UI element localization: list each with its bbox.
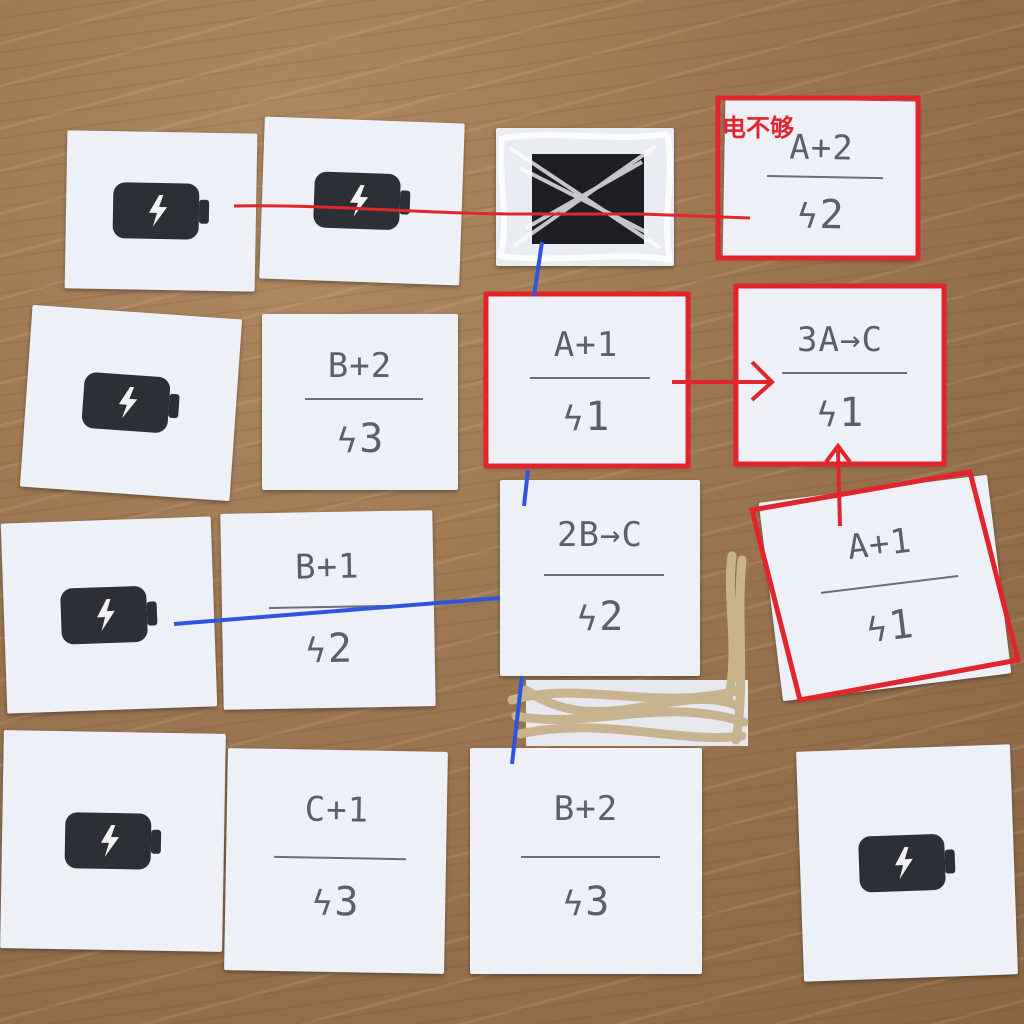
fraction-line [781,372,907,375]
card-battery[interactable] [259,116,465,286]
fraction-line [274,855,407,860]
formula-bottom: 3 [359,416,384,463]
bolt-mark-icon: ϟ [305,630,327,672]
formula-bottom: 2 [327,625,353,672]
formula-top: A+1 [553,324,619,365]
card-battery[interactable] [19,304,243,502]
formula-bottom: 1 [886,601,916,650]
formula-top: C+1 [304,789,370,831]
bolt-mark-icon: ϟ [864,609,890,652]
card-formula[interactable]: A+1 ϟ1 [486,294,686,466]
formula-top: 3A→C [797,319,883,360]
bolt-mark-icon: ϟ [576,598,598,639]
battery-icon [858,834,956,893]
battery-icon [313,171,411,230]
battery-icon [60,586,158,645]
card-battery[interactable] [0,516,218,714]
formula-bottom: 1 [585,393,610,440]
bolt-mark-icon: ϟ [816,395,838,436]
fraction-line [544,574,664,577]
card-battery[interactable] [64,130,258,292]
bolt-mark-icon: ϟ [336,421,358,462]
formula-bottom: 2 [599,593,624,640]
bolt-mark-icon: ϟ [311,883,333,924]
fraction-line [268,604,396,610]
fraction-line [305,398,423,401]
bolt-mark-icon: ϟ [562,884,584,925]
formula-bottom: 2 [819,191,845,239]
battery-icon [81,372,180,433]
formula-bottom: 3 [334,878,359,926]
formula-top: B+1 [294,546,360,588]
fraction-line [521,856,661,859]
card-formula[interactable]: 2B→C ϟ2 [500,480,700,676]
card-formula[interactable]: B+1 ϟ2 [220,510,436,710]
battery-icon [112,182,210,240]
card-formula[interactable]: B+2 ϟ3 [470,748,702,974]
formula-top: 2B→C [557,515,643,556]
formula-top: A+1 [845,520,915,569]
card-battery[interactable] [0,730,226,952]
scribble-marks [497,131,673,263]
formula-top: B+2 [327,345,393,386]
bolt-mark-icon: ϟ [562,398,584,439]
battery-icon [64,812,162,870]
card-formula[interactable]: A+1 ϟ1 [758,474,1012,702]
formula-bottom: 1 [839,390,864,437]
card-scribbled-out[interactable] [496,128,674,266]
fraction-line [530,376,650,379]
fraction-line [766,174,884,179]
annotation-note: 电不够 [722,114,794,142]
card-battery[interactable] [796,744,1018,982]
bolt-mark-icon: ϟ [796,196,818,237]
card-formula[interactable]: C+1 ϟ3 [224,748,448,974]
card-formula[interactable]: B+2 ϟ3 [262,314,458,490]
formula-bottom: 3 [585,879,610,926]
formula-top: B+2 [553,788,619,829]
card-formula[interactable]: 3A→C ϟ1 [736,288,944,464]
fraction-line [820,575,958,594]
